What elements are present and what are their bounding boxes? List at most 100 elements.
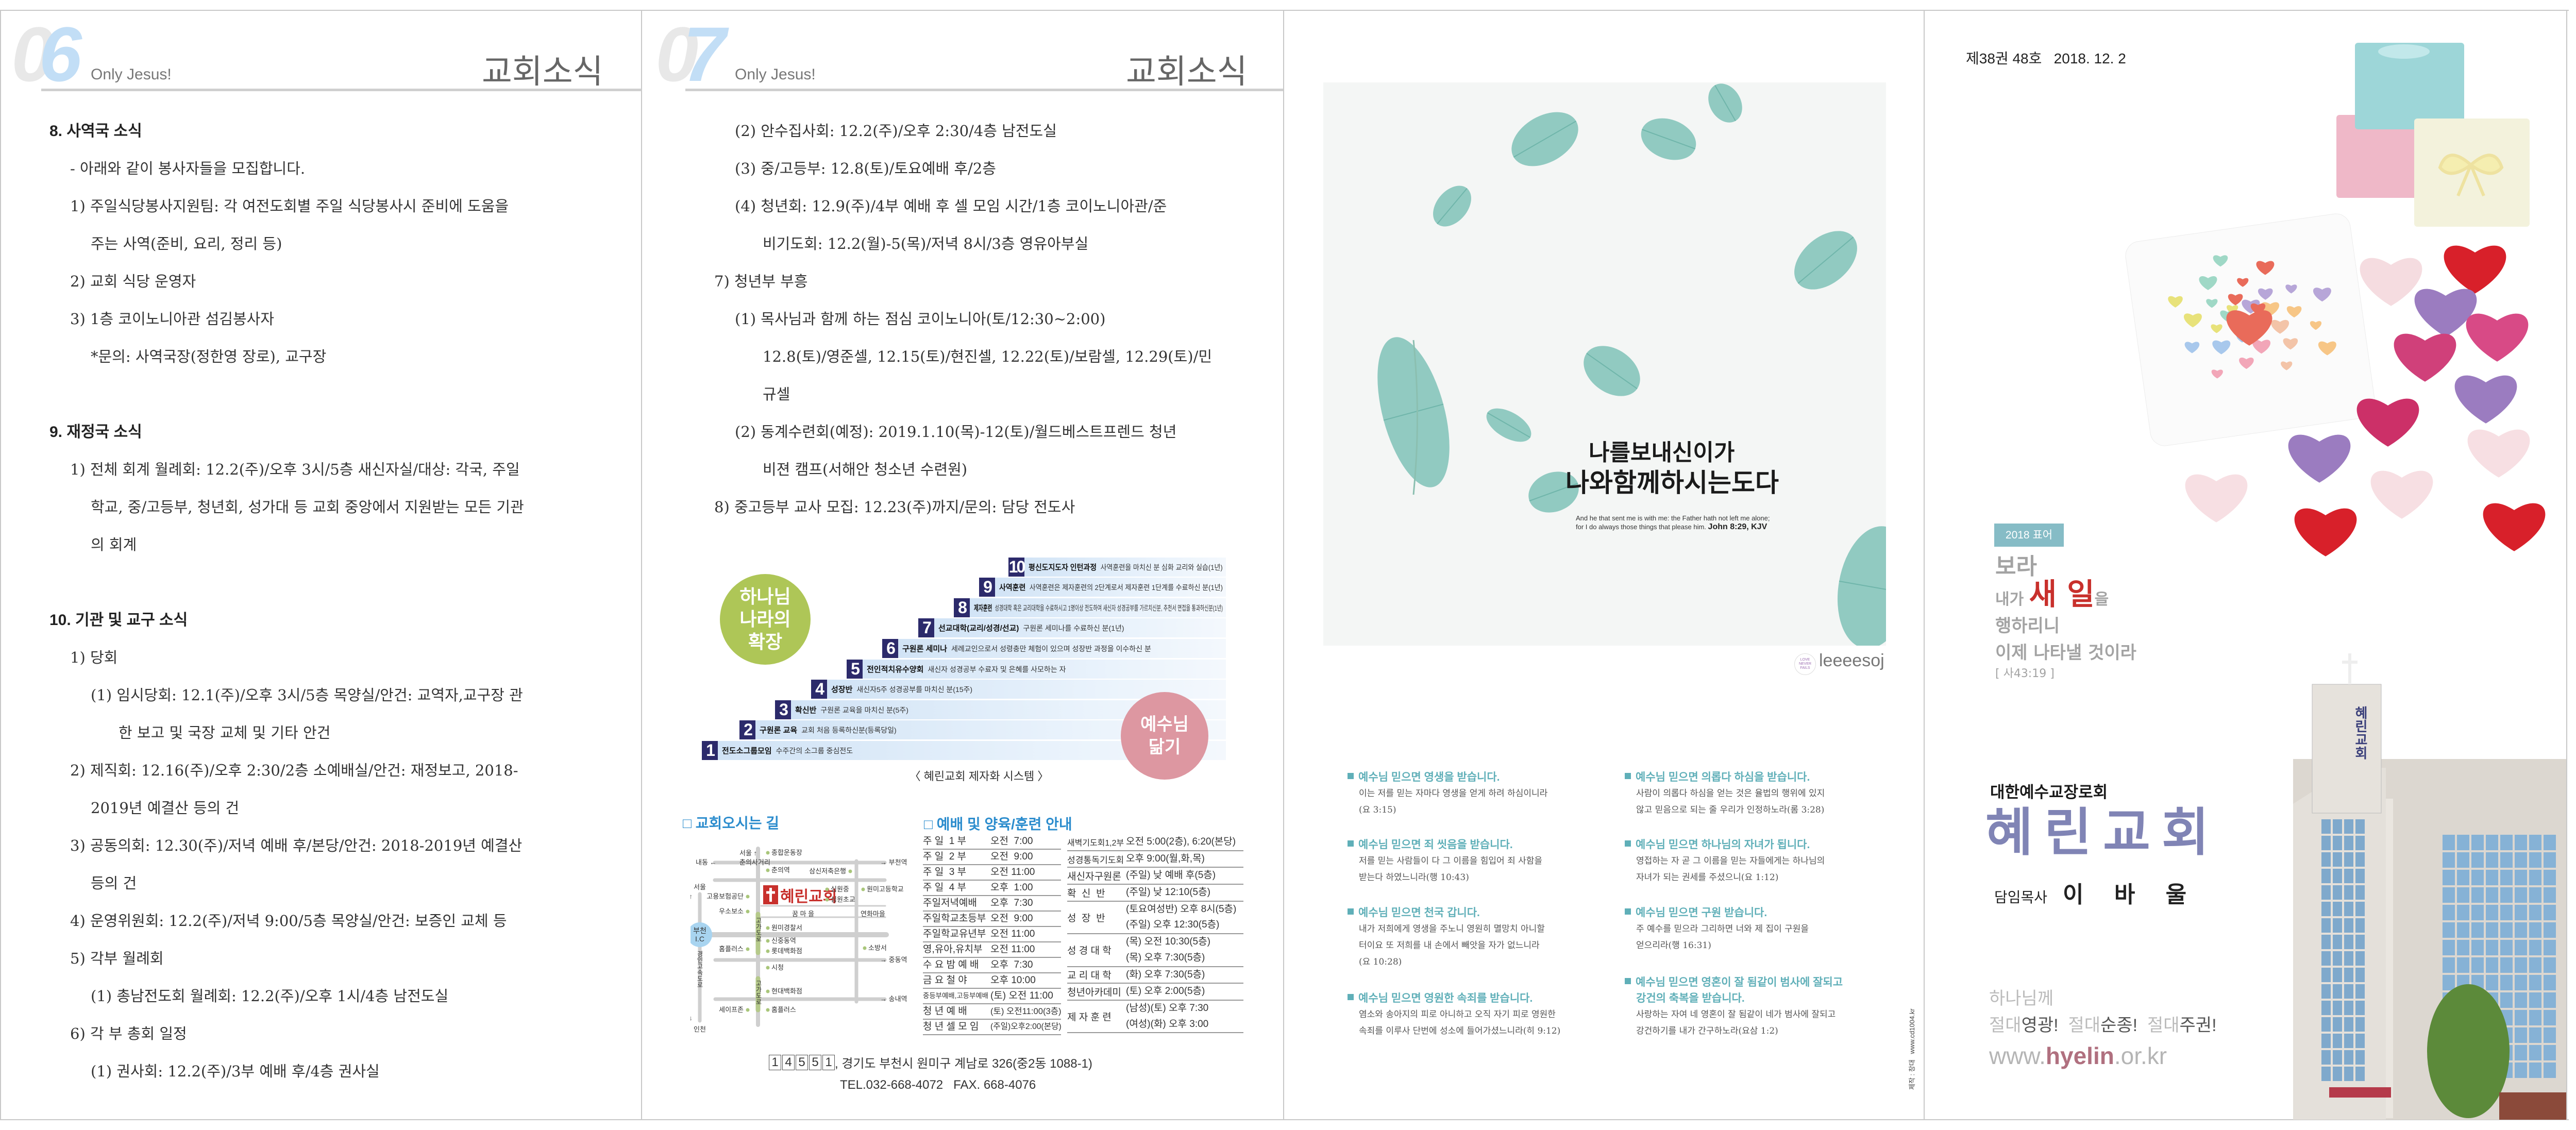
window (2529, 1045, 2541, 1060)
schedule-label: 중등부예배,고등부예배 (923, 989, 988, 1003)
window (2515, 940, 2527, 955)
bullet-square-icon (1625, 840, 1631, 847)
promise-verse: 사람이 의롭다 하심을 얻는 것은 율법의 행위에 있지 (1636, 788, 1825, 799)
window (2333, 1034, 2342, 1048)
felt-heart-icon (2454, 375, 2517, 424)
logo-text: LOVE (1800, 658, 1810, 662)
window (2500, 922, 2513, 938)
map-label: 경인고속도로 (696, 951, 703, 988)
website-link[interactable]: www.hyelin.or.kr (1989, 1042, 2167, 1070)
motto-text: 내가 (1995, 591, 2024, 609)
window (2321, 951, 2331, 966)
map-label: → 부천역 (880, 858, 907, 866)
step-title: 전도소그룹모임 (722, 747, 772, 755)
window (2333, 1067, 2342, 1081)
card-heart-icon (2252, 340, 2271, 354)
motto-line: 행하리니 (1995, 616, 2060, 636)
english-verse: And he that sent me is with me: the Fath… (1576, 514, 1770, 531)
window (2529, 870, 2541, 885)
schedule-label: 주 일 3 부 (923, 865, 988, 880)
slogan-word: 주권! (2179, 1016, 2217, 1035)
window (2355, 902, 2365, 916)
window (2355, 1034, 2365, 1048)
schedule-time: 오전 11:00 (990, 944, 1035, 955)
slogan: 하나님께 절대영광! 절대순종! 절대주권! (1989, 985, 2217, 1039)
circle-text: 하나님 (739, 586, 791, 607)
promise-heading-text: 예수님 믿으면 구원 받습니다. (1636, 907, 1767, 919)
card-heart-icon (2211, 369, 2223, 379)
church-name: 혜린교회 (1985, 802, 2220, 863)
news-line: 3) 1층 코이노니아관 섬김봉사자 (70, 310, 275, 328)
window (2471, 957, 2484, 973)
news-line: 6) 각 부 총회 일정 (70, 1025, 187, 1042)
map-label: ↓ (691, 1014, 693, 1022)
leaves-illustration (1377, 83, 1886, 646)
leaf-vein (1641, 129, 1696, 149)
window (2344, 1050, 2353, 1065)
schedule-label: 새신자구원론 (1067, 868, 1124, 884)
schedule-label: 주일학교초등부 (923, 912, 988, 926)
schedule-times: (남성)(토) 오후 7:30(여성)(화) 오후 3:00 (1124, 1001, 1243, 1032)
window (2486, 922, 2498, 938)
window (2355, 968, 2365, 982)
schedule-row: 교 리 대 학(화) 오후 7:30(5층) (1067, 967, 1243, 984)
step-description: 교회 처음 등록하신분(등록당일) (801, 726, 897, 735)
english-verse-line: And he that sent me is with me: the Fath… (1576, 514, 1770, 522)
map-dot-icon (766, 1008, 770, 1012)
news-line: (2) 안수집사회: 12.2(주)/오후 2:30/4층 남전도실 (735, 122, 1057, 140)
step-description: 사역훈련을 마치신 분 심화 교리와 실습(1년) (1100, 563, 1223, 571)
window (2515, 870, 2527, 885)
window (2500, 905, 2513, 920)
pastor-title: 담임목사 (1994, 889, 2048, 906)
bullet-square-icon (1625, 978, 1631, 984)
map-label: 서울 (694, 883, 706, 891)
window (2443, 870, 2455, 885)
window (2515, 1027, 2527, 1043)
map-label: 원미고등학교 (867, 885, 904, 893)
window (2544, 835, 2556, 850)
news-line: 1) 전체 회계 월례회: 12.2(주)/오후 3시/5층 새신자실/대상: … (70, 461, 520, 478)
denomination: 대한예수교장로회 (1990, 783, 2108, 802)
felt-heart-icon (2394, 333, 2456, 382)
step-number: 6 (882, 639, 898, 658)
leaf-shape (1708, 83, 1742, 123)
window (2486, 975, 2498, 990)
circle-text: 예수님 (1140, 715, 1189, 734)
schedule-label: 성 경 대 학 (1067, 934, 1124, 966)
window (2544, 870, 2556, 885)
promise-verse: 염소와 송아지의 피로 아니하고 오직 자기 피로 영원한 (1359, 1009, 1556, 1020)
section-heading: 8. 사역국 소식 (49, 123, 142, 140)
section-heading: 10. 기관 및 교구 소식 (49, 612, 188, 629)
news-line: (2) 동계수련회(예정): 2019.1.10(목)-12(토)/월드베스트프… (735, 423, 1177, 441)
leaf-vein (1797, 237, 1854, 284)
promise-item: 예수님 믿으면 하나님의 자녀가 됩니다.영접하는 자 곧 그 이름을 믿는 자… (1625, 837, 1825, 886)
window (2355, 984, 2365, 999)
window (2544, 922, 2556, 938)
map-label: → 중동역 (880, 956, 907, 964)
card-heart-icon (2286, 306, 2302, 318)
schedule-label: 금 요 철 야 (923, 973, 988, 988)
window (2515, 1045, 2527, 1060)
promise-heading: 예수님 믿으면 영원한 속죄를 받습니다. (1348, 990, 1560, 1006)
map-dot-icon (825, 887, 829, 891)
map-label: 홈플러스 (771, 1006, 796, 1014)
window (2486, 940, 2498, 955)
page-title: 교회소식 (482, 53, 603, 91)
window (2471, 887, 2484, 903)
schedule-time: (토요여성반) 오후 8시(5층) (1126, 903, 1237, 915)
schedule-row: 제 자 훈 련(남성)(토) 오후 7:30(여성)(화) 오후 3:00 (1067, 1001, 1243, 1034)
window (2544, 905, 2556, 920)
schedule-times: 오후 9:00(월,화,목) (1124, 851, 1243, 867)
window (2344, 869, 2353, 883)
page-number-digit: 6 (39, 11, 82, 97)
verse-reference: John 8:29, KJV (1708, 522, 1767, 531)
schedule-time: (주일) 낮 12:10(5층) (1126, 887, 1210, 898)
schedule-time: (여성)(화) 오후 3:00 (1126, 1018, 1209, 1030)
map-dot-icon (766, 926, 770, 930)
